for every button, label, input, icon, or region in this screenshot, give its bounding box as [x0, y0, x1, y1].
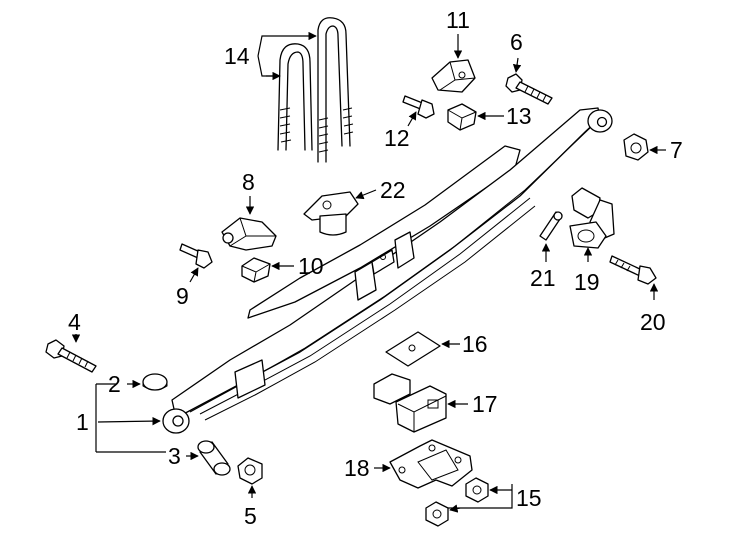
callout-2: 2: [108, 371, 121, 397]
callout-15: 15: [516, 485, 542, 511]
nut-5: [237, 457, 263, 485]
pad-13: [447, 103, 477, 131]
nut-7: [623, 133, 649, 161]
bolt-12: [402, 95, 435, 119]
callout-5: 5: [244, 503, 257, 529]
callout-16: 16: [462, 331, 488, 357]
leader-lines: [71, 31, 666, 513]
bolt-6: [505, 73, 553, 105]
bushing-3: [197, 440, 231, 476]
callout-12: 12: [384, 125, 410, 151]
callout-13: 13: [506, 103, 532, 129]
bolt-20: [609, 255, 657, 285]
bumper-22: [303, 191, 359, 236]
callout-3: 3: [168, 443, 181, 469]
callout-labels: 1 2 3 4 5 6 7 8 9 10 11 12 13 14 15 16 1…: [68, 7, 683, 529]
callout-17: 17: [472, 391, 498, 417]
callout-8: 8: [242, 169, 255, 195]
callout-20: 20: [640, 309, 666, 335]
callout-6: 6: [510, 29, 523, 55]
callout-4: 4: [68, 309, 81, 335]
nuts-15: [425, 477, 489, 527]
callout-1: 1: [76, 409, 89, 435]
spring-plate-18: [389, 439, 473, 489]
callout-22: 22: [380, 177, 406, 203]
callout-21: 21: [530, 265, 556, 291]
callout-11: 11: [446, 7, 470, 33]
pad-10: [241, 257, 271, 283]
bolt-4: [45, 339, 97, 373]
callout-9: 9: [176, 283, 189, 309]
cap-2: [142, 373, 168, 391]
shackle-19: [569, 187, 615, 249]
spacer-17: [373, 373, 447, 433]
pin-21: [539, 211, 563, 241]
callout-10: 10: [298, 253, 324, 279]
callout-14: 14: [224, 43, 250, 69]
bracket-8: [221, 217, 277, 251]
leaf-spring: [162, 107, 613, 434]
callout-7: 7: [670, 137, 683, 163]
plate-16: [385, 331, 441, 367]
callout-19: 19: [574, 269, 600, 295]
bolt-9: [179, 243, 213, 269]
callout-18: 18: [344, 455, 370, 481]
u-bolts: [277, 17, 354, 163]
bracket-11: [431, 59, 476, 93]
